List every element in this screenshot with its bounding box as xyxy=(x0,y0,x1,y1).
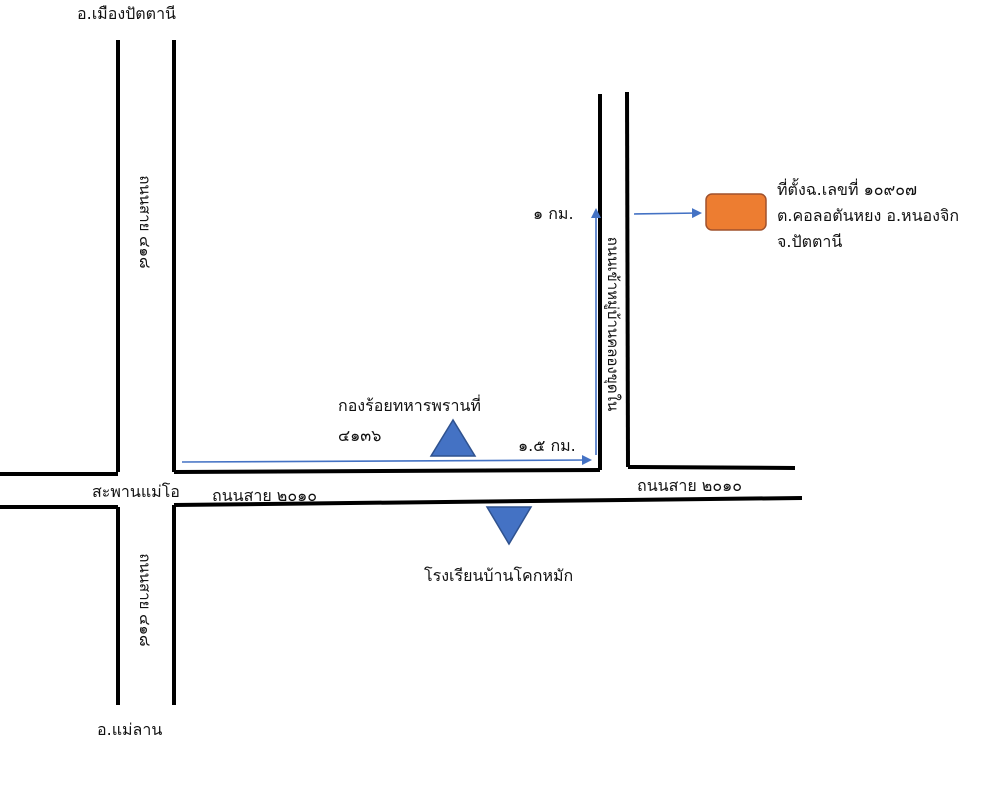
road-2010-right-label: ถนนสาย ๒๐๑๐ xyxy=(637,476,743,495)
school-label: โรงเรียนบ้านโคกหมัก xyxy=(424,566,574,585)
road-2010-north-edge xyxy=(173,468,601,474)
route-arrow-east xyxy=(181,455,592,466)
route-arrow-to-location xyxy=(633,208,702,219)
road-2010-left-label: ถนนสาย ๒๐๑๐ xyxy=(212,486,318,505)
road-418-north-label: ถนนสาย ๔๑๘ xyxy=(136,175,154,269)
location-label-line2: ต.คอลอตันหยง อ.หนองจิก xyxy=(777,206,960,225)
location-label-line1: ที่ตั้งฉ.เลขที่ ๑๐๙๐๗ xyxy=(777,180,918,199)
army-camp-triangle-icon xyxy=(429,418,477,457)
road-418-south-label: ถนนสาย ๔๑๘ xyxy=(136,553,154,647)
south-district-label: อ.แม่ลาน xyxy=(97,720,163,739)
north-district-label: อ.เมืองปัตตานี xyxy=(77,4,176,23)
side-road-label: ถนนเข้าหมู่บ้านคลองขุดใน xyxy=(604,236,622,412)
side-road-east-edge xyxy=(625,91,630,468)
road-2010-south-edge xyxy=(173,496,803,507)
bridge-label: สะพานแม่โอ xyxy=(92,482,180,501)
distance-1-label: ๑ กม. xyxy=(533,204,574,223)
army-camp-label-line2: ๔๑๓๖ xyxy=(338,426,382,445)
distance-1-5-label: ๑.๕ กม. xyxy=(518,436,576,455)
location-label-line3: จ.ปัตตานี xyxy=(777,232,843,251)
school-triangle-icon xyxy=(485,506,533,546)
location-marker-icon xyxy=(705,193,767,231)
army-camp-label-line1: กองร้อยทหารพรานที่ xyxy=(338,396,481,415)
road-2010-north-edge-east xyxy=(627,465,796,470)
